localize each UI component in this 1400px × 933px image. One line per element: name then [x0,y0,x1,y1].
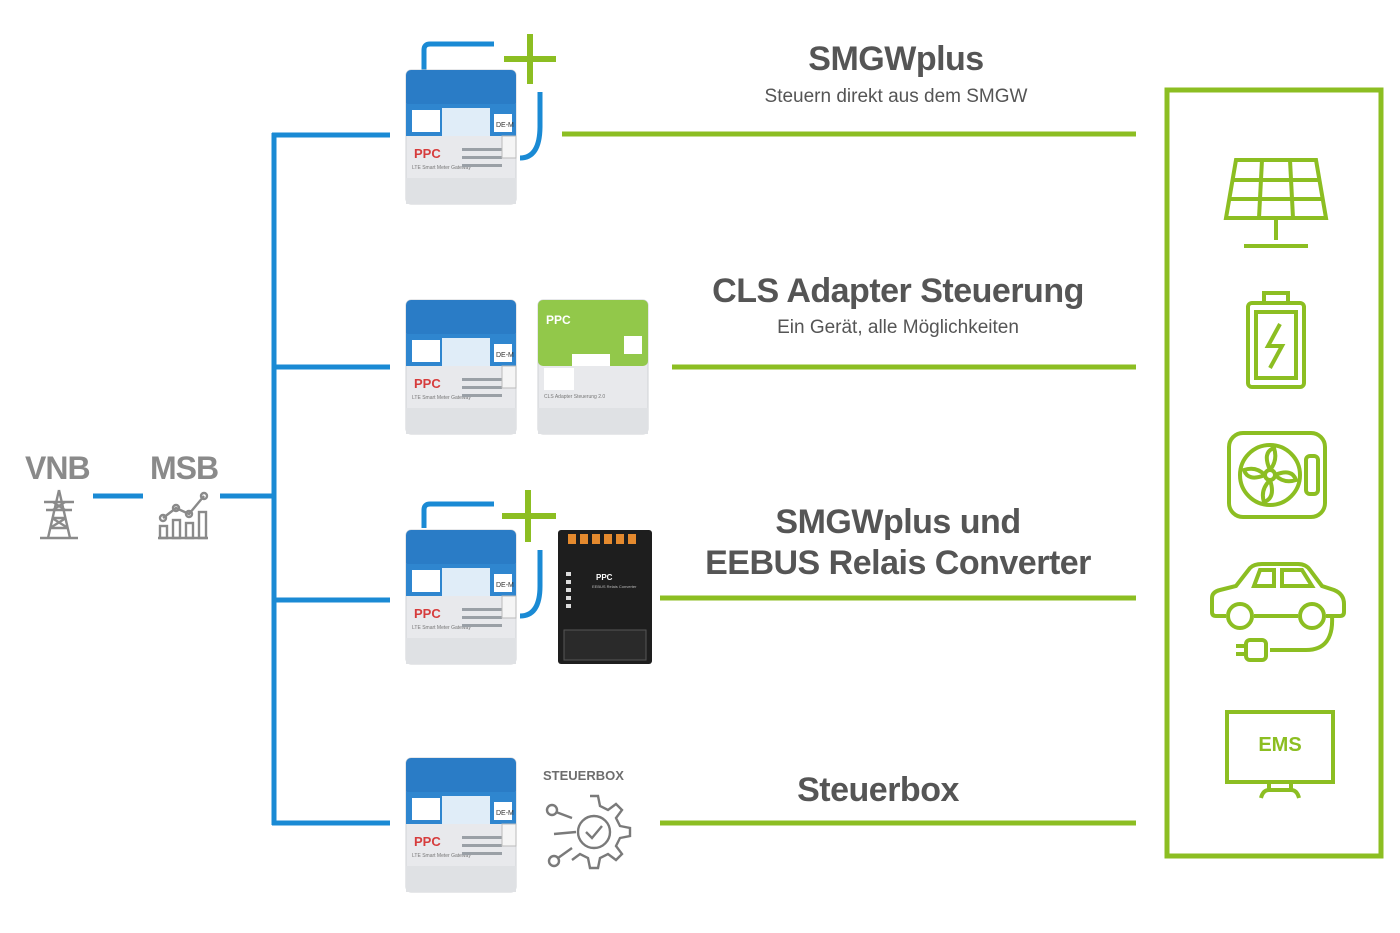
solar-panel-icon [1223,158,1329,248]
brand-text: PPC [546,313,571,327]
smgw-caption: LTE Smart Meter Gateway [412,625,471,631]
row-title-smgwplus: SMGWplus [808,40,984,78]
blue-bus [93,132,390,826]
smgw-device: DE-M PPC LTE Smart Meter Gateway [405,299,517,435]
de-mark: DE-M [496,122,514,129]
row-title-steuerbox: Steuerbox [797,771,959,809]
eebus-relais-converter-device: PPC EEBUS Relais Converter [558,530,652,664]
brand-text: PPC [596,573,613,582]
cls-caption: CLS Adapter Steuerung 2.0 [544,394,605,400]
smgw-caption: LTE Smart Meter Gateway [412,853,471,859]
row-title-eebus-line2: EEBUS Relais Converter [705,544,1091,582]
battery-icon [1246,291,1306,389]
row-title-cls: CLS Adapter Steuerung [712,272,1084,310]
steuerbox-label: STEUERBOX [543,768,624,783]
growth-chart-icon [158,491,209,540]
row-subtitle-smgwplus: Steuern direkt aus dem SMGW [764,86,1028,107]
ems-label: EMS [1258,734,1302,756]
row-title-eebus-line1: SMGWplus und [775,503,1021,541]
smgw-device: DE-M PPC LTE Smart Meter Gateway [405,529,517,665]
power-tower-icon [40,489,78,540]
de-mark: DE-M [496,582,514,589]
brand-text: PPC [414,376,441,391]
brand-text: PPC [414,606,441,621]
smgw-caption: LTE Smart Meter Gateway [412,165,471,171]
brand-text: PPC [414,146,441,161]
de-mark: DE-M [496,352,514,359]
vnb-label: VNB [25,450,91,486]
device-cables [421,41,543,619]
cls-adapter-device: PPC CLS Adapter Steuerung 2.0 [537,299,649,435]
gear-check-icon [545,794,632,870]
heat-pump-icon [1227,431,1327,519]
smgw-device: DE-M PPC LTE Smart Meter Gateway [405,69,517,205]
plus-icons [502,34,556,542]
smgw-device: DE-M PPC LTE Smart Meter Gateway [405,757,517,893]
msb-label: MSB [150,450,219,486]
smgw-caption: LTE Smart Meter Gateway [412,395,471,401]
eebus-caption: EEBUS Relais Converter [592,584,637,589]
ems-monitor-icon [1225,710,1335,799]
row-subtitle-cls: Ein Gerät, alle Möglichkeiten [777,317,1019,338]
green-links [562,87,1384,859]
electric-car-icon [1210,562,1346,662]
brand-text: PPC [414,834,441,849]
de-mark: DE-M [496,810,514,817]
